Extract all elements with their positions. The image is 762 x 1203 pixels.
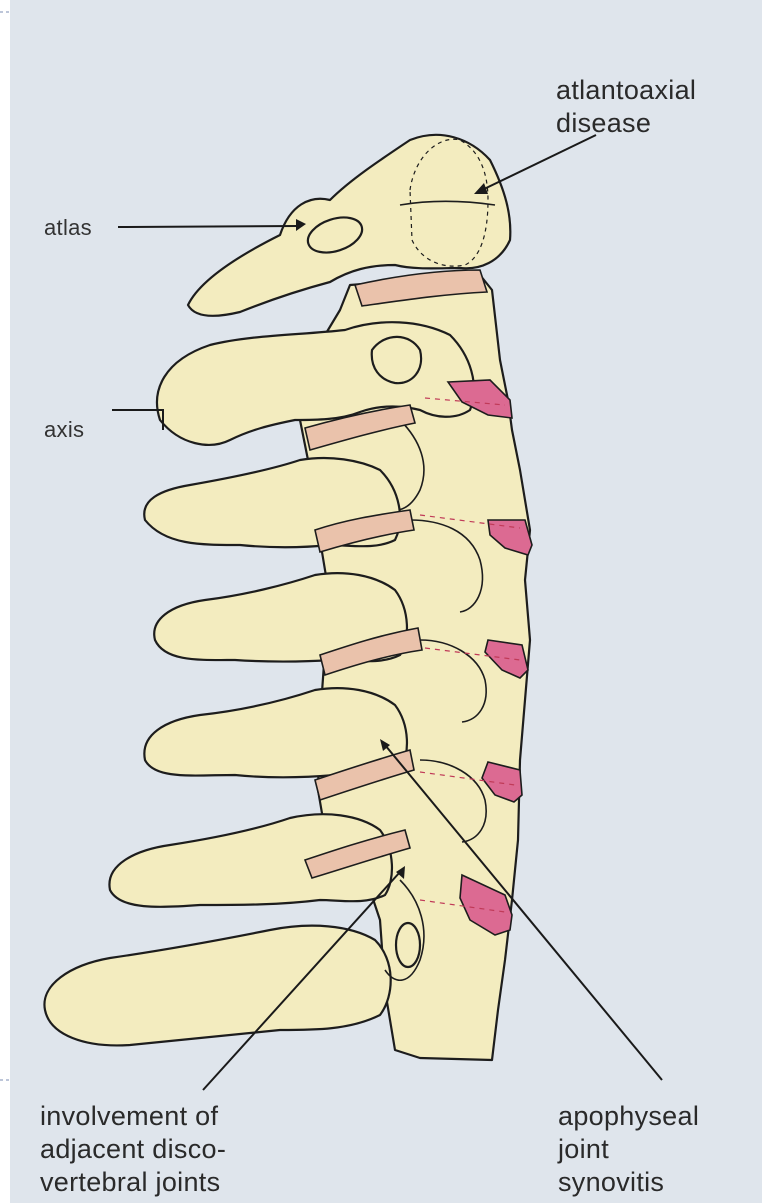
label-disco-vertebral-involvement: involvement of adjacent disco- vertebral… [40, 1100, 226, 1199]
label-atlas: atlas [44, 215, 92, 241]
label-atlantoaxial-disease: atlantoaxial disease [556, 74, 696, 140]
label-apophyseal-synovitis: apophyseal joint synovitis [558, 1100, 699, 1199]
axis-leader-line [112, 410, 163, 430]
atlas-leader-line [118, 226, 298, 227]
c7-foramen [396, 923, 420, 967]
label-axis: axis [44, 417, 84, 443]
atlantoaxial-leader-line [482, 135, 596, 190]
c7-vertebra [44, 926, 390, 1046]
